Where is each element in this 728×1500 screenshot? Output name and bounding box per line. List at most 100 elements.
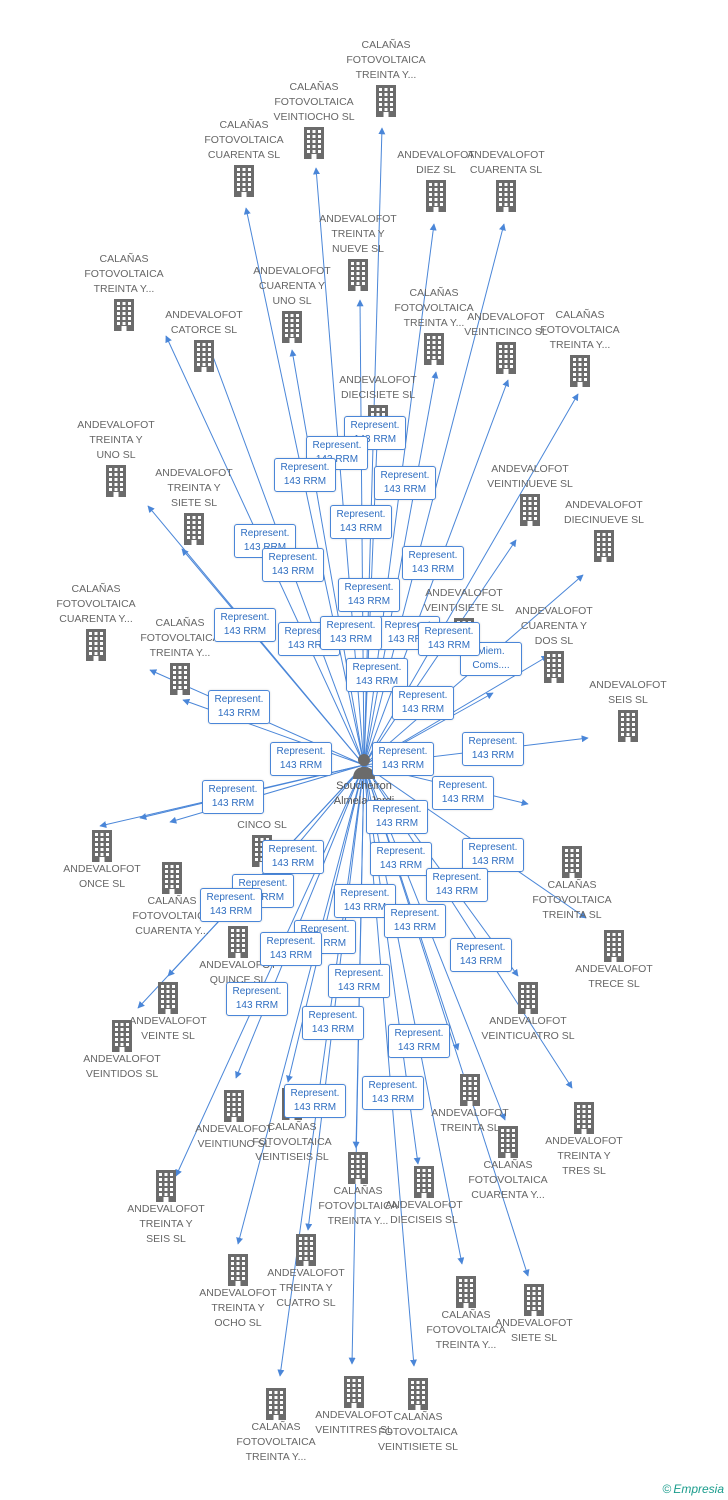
company-node-42[interactable]: CALAÑAS FOTOVOLTAICA TREINTA Y... bbox=[228, 1386, 324, 1465]
company-node-6[interactable]: CALAÑAS FOTOVOLTAICA TREINTA Y... bbox=[76, 252, 172, 331]
edge-label-29[interactable]: Represent. 143 RRM bbox=[260, 932, 322, 966]
company-node-16[interactable]: ANDEVALOFOT DIECINUEVE SL bbox=[556, 498, 652, 562]
edge-label-3[interactable]: Represent. 143 RRM bbox=[374, 466, 436, 500]
building-icon bbox=[520, 494, 540, 526]
building-icon bbox=[594, 530, 614, 562]
company-name: ANDEVALOFOT VEINTISIETE SL bbox=[424, 587, 504, 614]
edge-label-19[interactable]: Represent. 143 RRM bbox=[462, 732, 524, 766]
company-node-43[interactable]: ANDEVALOFOT VEINTITRES SL bbox=[306, 1374, 402, 1438]
company-node-3[interactable]: ANDEVALOFOT DIEZ SL bbox=[388, 148, 484, 212]
company-name: CALAÑAS FOTOVOLTAICA TREINTA Y... bbox=[318, 1185, 398, 1227]
edge-label-33[interactable]: Represent. 143 RRM bbox=[302, 1006, 364, 1040]
edge-label-8[interactable]: Represent. 143 RRM bbox=[338, 578, 400, 612]
company-name: ANDEVALOFOT SEIS SL bbox=[589, 679, 667, 706]
company-node-36[interactable]: CALAÑAS FOTOVOLTAICA TREINTA Y... bbox=[310, 1150, 406, 1229]
company-node-24[interactable]: CALAÑAS FOTOVOLTAICA CUARENTA Y... bbox=[124, 860, 220, 939]
company-node-28[interactable]: ANDEVALOFOT VEINTIDOS SL bbox=[74, 1018, 170, 1082]
edge-label-31[interactable]: Represent. 143 RRM bbox=[328, 964, 390, 998]
building-icon bbox=[496, 180, 516, 212]
edge-label-17[interactable]: Represent. 143 RRM bbox=[202, 780, 264, 814]
company-node-4[interactable]: ANDEVALOFOT CUARENTA SL bbox=[458, 148, 554, 212]
company-node-38[interactable]: ANDEVALOFOT TREINTA Y OCHO SL bbox=[190, 1252, 286, 1331]
edge-label-21[interactable]: Represent. 143 RRM bbox=[370, 842, 432, 876]
company-node-34[interactable]: CALAÑAS FOTOVOLTAICA CUARENTA Y... bbox=[460, 1124, 556, 1203]
company-node-20[interactable]: ANDEVALOFOT CUARENTA Y DOS SL bbox=[506, 604, 602, 683]
building-icon bbox=[228, 1254, 248, 1286]
edge-label-27[interactable]: Represent. 143 RRM bbox=[384, 904, 446, 938]
edge-label-2[interactable]: Represent. 143 RRM bbox=[274, 458, 336, 492]
edge-label-5[interactable]: Represent. 143 RRM bbox=[330, 505, 392, 539]
edge-label-20[interactable]: Represent. 143 RRM bbox=[262, 840, 324, 874]
company-node-44[interactable]: CALAÑAS FOTOVOLTAICA VEINTISIETE SL bbox=[370, 1376, 466, 1455]
edge-label-23[interactable]: Represent. 143 RRM bbox=[426, 868, 488, 902]
edge-label-13[interactable]: Represent. 143 RRM bbox=[392, 686, 454, 720]
building-icon bbox=[604, 930, 624, 962]
edge-label-39[interactable]: Represent. 143 RRM bbox=[320, 616, 382, 650]
company-node-21[interactable]: ANDEVALOFOT SEIS SL bbox=[580, 678, 676, 742]
company-name: CALAÑAS FOTOVOLTAICA VEINTISIETE SL bbox=[378, 1411, 458, 1453]
company-node-7[interactable]: ANDEVALOFOT CUARENTA Y UNO SL bbox=[244, 264, 340, 343]
edge-label-40[interactable]: Represent. 143 RRM bbox=[366, 800, 428, 834]
company-node-33[interactable]: ANDEVALOFOT TREINTA Y TRES SL bbox=[536, 1100, 632, 1179]
building-icon bbox=[170, 663, 190, 695]
company-node-30[interactable]: ANDEVALOFOT VEINTIUNO SL bbox=[186, 1088, 282, 1152]
edge-label-7[interactable]: Represent. 143 RRM bbox=[402, 546, 464, 580]
edge-43 bbox=[348, 764, 365, 1365]
company-node-0[interactable]: CALAÑAS FOTOVOLTAICA TREINTA Y... bbox=[338, 38, 434, 117]
company-node-26[interactable]: ANDEVALOFOT TRECE SL bbox=[566, 928, 662, 992]
company-node-35[interactable]: ANDEVALOFOT TREINTA Y SEIS SL bbox=[118, 1168, 214, 1247]
company-node-15[interactable]: ANDEVALOFOT VEINTINUEVE SL bbox=[482, 462, 578, 526]
company-node-29[interactable]: ANDEVALOFOT VEINTICUATRO SL bbox=[480, 980, 576, 1044]
edge-14 bbox=[181, 548, 365, 766]
building-icon bbox=[544, 651, 564, 683]
company-name: ANDEVALOFOT DIECINUEVE SL bbox=[564, 499, 644, 526]
company-node-41[interactable]: ANDEVALOFOT SIETE SL bbox=[486, 1282, 582, 1346]
building-icon bbox=[162, 862, 182, 894]
edge-label-18[interactable]: Represent. 143 RRM bbox=[432, 776, 494, 810]
edge-label-14[interactable]: Represent. 143 RRM bbox=[208, 690, 270, 724]
company-node-2[interactable]: CALAÑAS FOTOVOLTAICA CUARENTA SL bbox=[196, 118, 292, 197]
company-node-1[interactable]: CALAÑAS FOTOVOLTAICA VEINTIOCHO SL bbox=[266, 80, 362, 159]
company-node-25[interactable]: CALAÑAS FOTOVOLTAICA TREINTA SL bbox=[524, 844, 620, 923]
company-name: CALAÑAS FOTOVOLTAICA TREINTA Y... bbox=[236, 1421, 316, 1463]
company-node-37[interactable]: ANDEVALOFOT DIECISEIS SL bbox=[376, 1164, 472, 1228]
company-name: ANDEVALOFOT TREINTA SL bbox=[431, 1107, 509, 1134]
company-node-9[interactable]: CALAÑAS FOTOVOLTAICA TREINTA Y... bbox=[386, 286, 482, 365]
building-icon bbox=[498, 1126, 518, 1158]
company-name: ANDEVALOFOT VEINTITRES SL bbox=[315, 1409, 393, 1436]
company-node-14[interactable]: ANDEVALOFOT TREINTA Y SIETE SL bbox=[146, 466, 242, 545]
edge-label-16[interactable]: Represent. 143 RRM bbox=[372, 742, 434, 776]
company-node-17[interactable]: CALAÑAS FOTOVOLTAICA CUARENTA Y... bbox=[48, 582, 144, 661]
edge-label-32[interactable]: Represent. 143 RRM bbox=[226, 982, 288, 1016]
company-node-13[interactable]: ANDEVALOFOT TREINTA Y UNO SL bbox=[68, 418, 164, 497]
company-node-40[interactable]: CALAÑAS FOTOVOLTAICA TREINTA Y... bbox=[418, 1274, 514, 1353]
edge-35 bbox=[175, 764, 365, 1177]
edge-label-35[interactable]: Represent. 143 RRM bbox=[284, 1084, 346, 1118]
edge-label-26[interactable]: Represent. 143 RRM bbox=[200, 888, 262, 922]
edge-label-36[interactable]: Represent. 143 RRM bbox=[362, 1076, 424, 1110]
edge-label-9[interactable]: Represent. 143 RRM bbox=[214, 608, 276, 642]
company-name: CALAÑAS FOTOVOLTAICA TREINTA Y... bbox=[540, 309, 620, 351]
company-node-39[interactable]: ANDEVALOFOT TREINTA Y CUATRO SL bbox=[258, 1232, 354, 1311]
company-node-5[interactable]: ANDEVALOFOT TREINTA Y NUEVE SL bbox=[310, 212, 406, 291]
edge-label-15[interactable]: Represent. 143 RRM bbox=[270, 742, 332, 776]
company-node-11[interactable]: CALAÑAS FOTOVOLTAICA TREINTA Y... bbox=[532, 308, 628, 387]
company-node-23[interactable]: ANDEVALOFOT ONCE SL bbox=[54, 828, 150, 892]
building-icon bbox=[426, 180, 446, 212]
company-node-8[interactable]: ANDEVALOFOT CATORCE SL bbox=[156, 308, 252, 372]
person-node[interactable]: Soucheiron Almela Jordi bbox=[316, 749, 412, 809]
company-node-27[interactable]: ANDEVALOFOT VEINTE SL bbox=[120, 980, 216, 1044]
company-name: ANDEVALOFOT TREINTA Y OCHO SL bbox=[199, 1287, 277, 1329]
edge-label-30[interactable]: Represent. 143 RRM bbox=[450, 938, 512, 972]
edge-label-6[interactable]: Represent. 143 RRM bbox=[262, 548, 324, 582]
company-node-32[interactable]: ANDEVALOFOT TREINTA SL bbox=[422, 1072, 518, 1136]
edge-label-34[interactable]: Represent. 143 RRM bbox=[388, 1024, 450, 1058]
building-icon bbox=[106, 465, 126, 497]
edge-label-38[interactable]: Represent. 143 RRM bbox=[418, 622, 480, 656]
company-node-18[interactable]: CALAÑAS FOTOVOLTAICA TREINTA Y... bbox=[132, 616, 228, 695]
building-icon bbox=[234, 165, 254, 197]
edge-label-22[interactable]: Represent. 143 RRM bbox=[462, 838, 524, 872]
company-name: ANDEVALOFOT CATORCE SL bbox=[165, 309, 243, 336]
company-name: CALAÑAS FOTOVOLTAICA TREINTA Y... bbox=[84, 253, 164, 295]
company-node-10[interactable]: ANDEVALOFOT VEINTICINCO SL bbox=[458, 310, 554, 374]
